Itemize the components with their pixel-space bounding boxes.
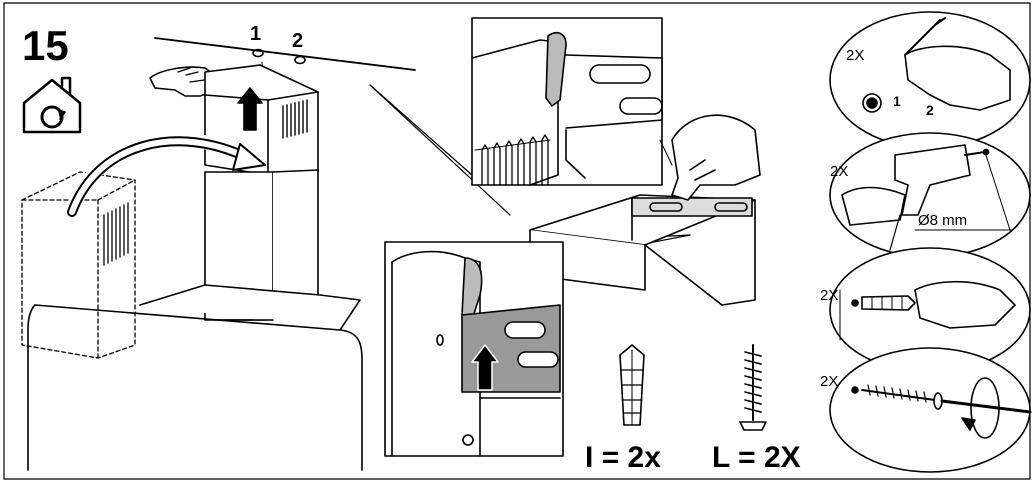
wall-plug-icon (619, 344, 645, 426)
hole-2-mark (294, 55, 306, 65)
step1-mark-1: 1 (893, 93, 901, 109)
page-frame (3, 2, 1031, 480)
part-i-label: I = 2x (585, 441, 661, 474)
drill-size-label: Ø8 mm (918, 212, 967, 229)
step2-quantity: 2X (830, 163, 848, 180)
push-up-arrow-icon (471, 344, 499, 391)
hole-1-label: 1 (250, 23, 261, 45)
bracket-detail-bottom (384, 241, 564, 457)
hood-canopy (27, 284, 363, 471)
step4-quantity: 2X (820, 373, 838, 390)
bracket-detail-top (471, 17, 663, 186)
ceiling-line (154, 37, 416, 71)
lift-arrow-icon (237, 87, 263, 131)
step1-mark-2: 2 (926, 102, 934, 118)
removed-cover-outline (21, 171, 136, 359)
hole-1-mark (252, 48, 264, 58)
hand-left (149, 66, 216, 97)
step-fix-screws (829, 347, 1032, 473)
hole-2-label: 2 (292, 30, 303, 52)
step-drilling (829, 132, 1031, 258)
house-recirculation-icon (22, 76, 82, 134)
step3-quantity: 2X (820, 287, 838, 304)
step1-quantity: 2X (846, 47, 864, 64)
screw-icon (739, 344, 767, 431)
part-l-label: L = 2X (712, 441, 801, 474)
step-marking-holes (829, 11, 1031, 149)
step-number: 15 (22, 22, 69, 69)
leader-line-top (369, 84, 511, 216)
step-insert-plugs (829, 247, 1031, 373)
